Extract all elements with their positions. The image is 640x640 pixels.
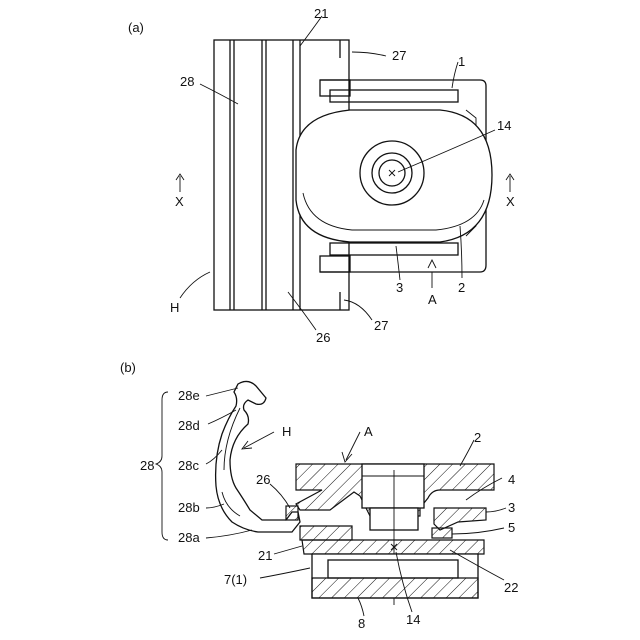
- label-a-2: 2: [458, 280, 465, 295]
- label-a-28: 28: [180, 74, 194, 89]
- label-b-28a: 28a: [178, 530, 200, 545]
- label-a-21: 21: [314, 6, 328, 21]
- label-b-14: 14: [406, 612, 420, 627]
- label-b-H: H: [282, 424, 291, 439]
- label-b-28c: 28c: [178, 458, 199, 473]
- panel-a-label: (a): [128, 20, 144, 35]
- label-b-7-1: 7(1): [224, 572, 247, 587]
- panel-b-drawing: [156, 381, 506, 616]
- label-a-x-right: X: [506, 194, 515, 209]
- label-b-28b: 28b: [178, 500, 200, 515]
- label-a-H: H: [170, 300, 179, 315]
- label-b-A: A: [364, 424, 373, 439]
- label-b-3: 3: [508, 500, 515, 515]
- label-b-22: 22: [504, 580, 518, 595]
- label-b-26: 26: [256, 472, 270, 487]
- label-a-3: 3: [396, 280, 403, 295]
- label-b-21: 21: [258, 548, 272, 563]
- label-b-28e: 28e: [178, 388, 200, 403]
- label-a-27-bottom: 27: [374, 318, 388, 333]
- label-b-8: 8: [358, 616, 365, 631]
- label-b-5: 5: [508, 520, 515, 535]
- panel-b-label: (b): [120, 360, 136, 375]
- label-a-1: 1: [458, 54, 465, 69]
- label-b-2: 2: [474, 430, 481, 445]
- label-a-27-top: 27: [392, 48, 406, 63]
- label-b-4: 4: [508, 472, 515, 487]
- label-a-A: A: [428, 292, 437, 307]
- label-a-14: 14: [497, 118, 511, 133]
- label-b-28: 28: [140, 458, 154, 473]
- label-a-x-left: X: [175, 194, 184, 209]
- label-b-28d: 28d: [178, 418, 200, 433]
- label-a-26: 26: [316, 330, 330, 345]
